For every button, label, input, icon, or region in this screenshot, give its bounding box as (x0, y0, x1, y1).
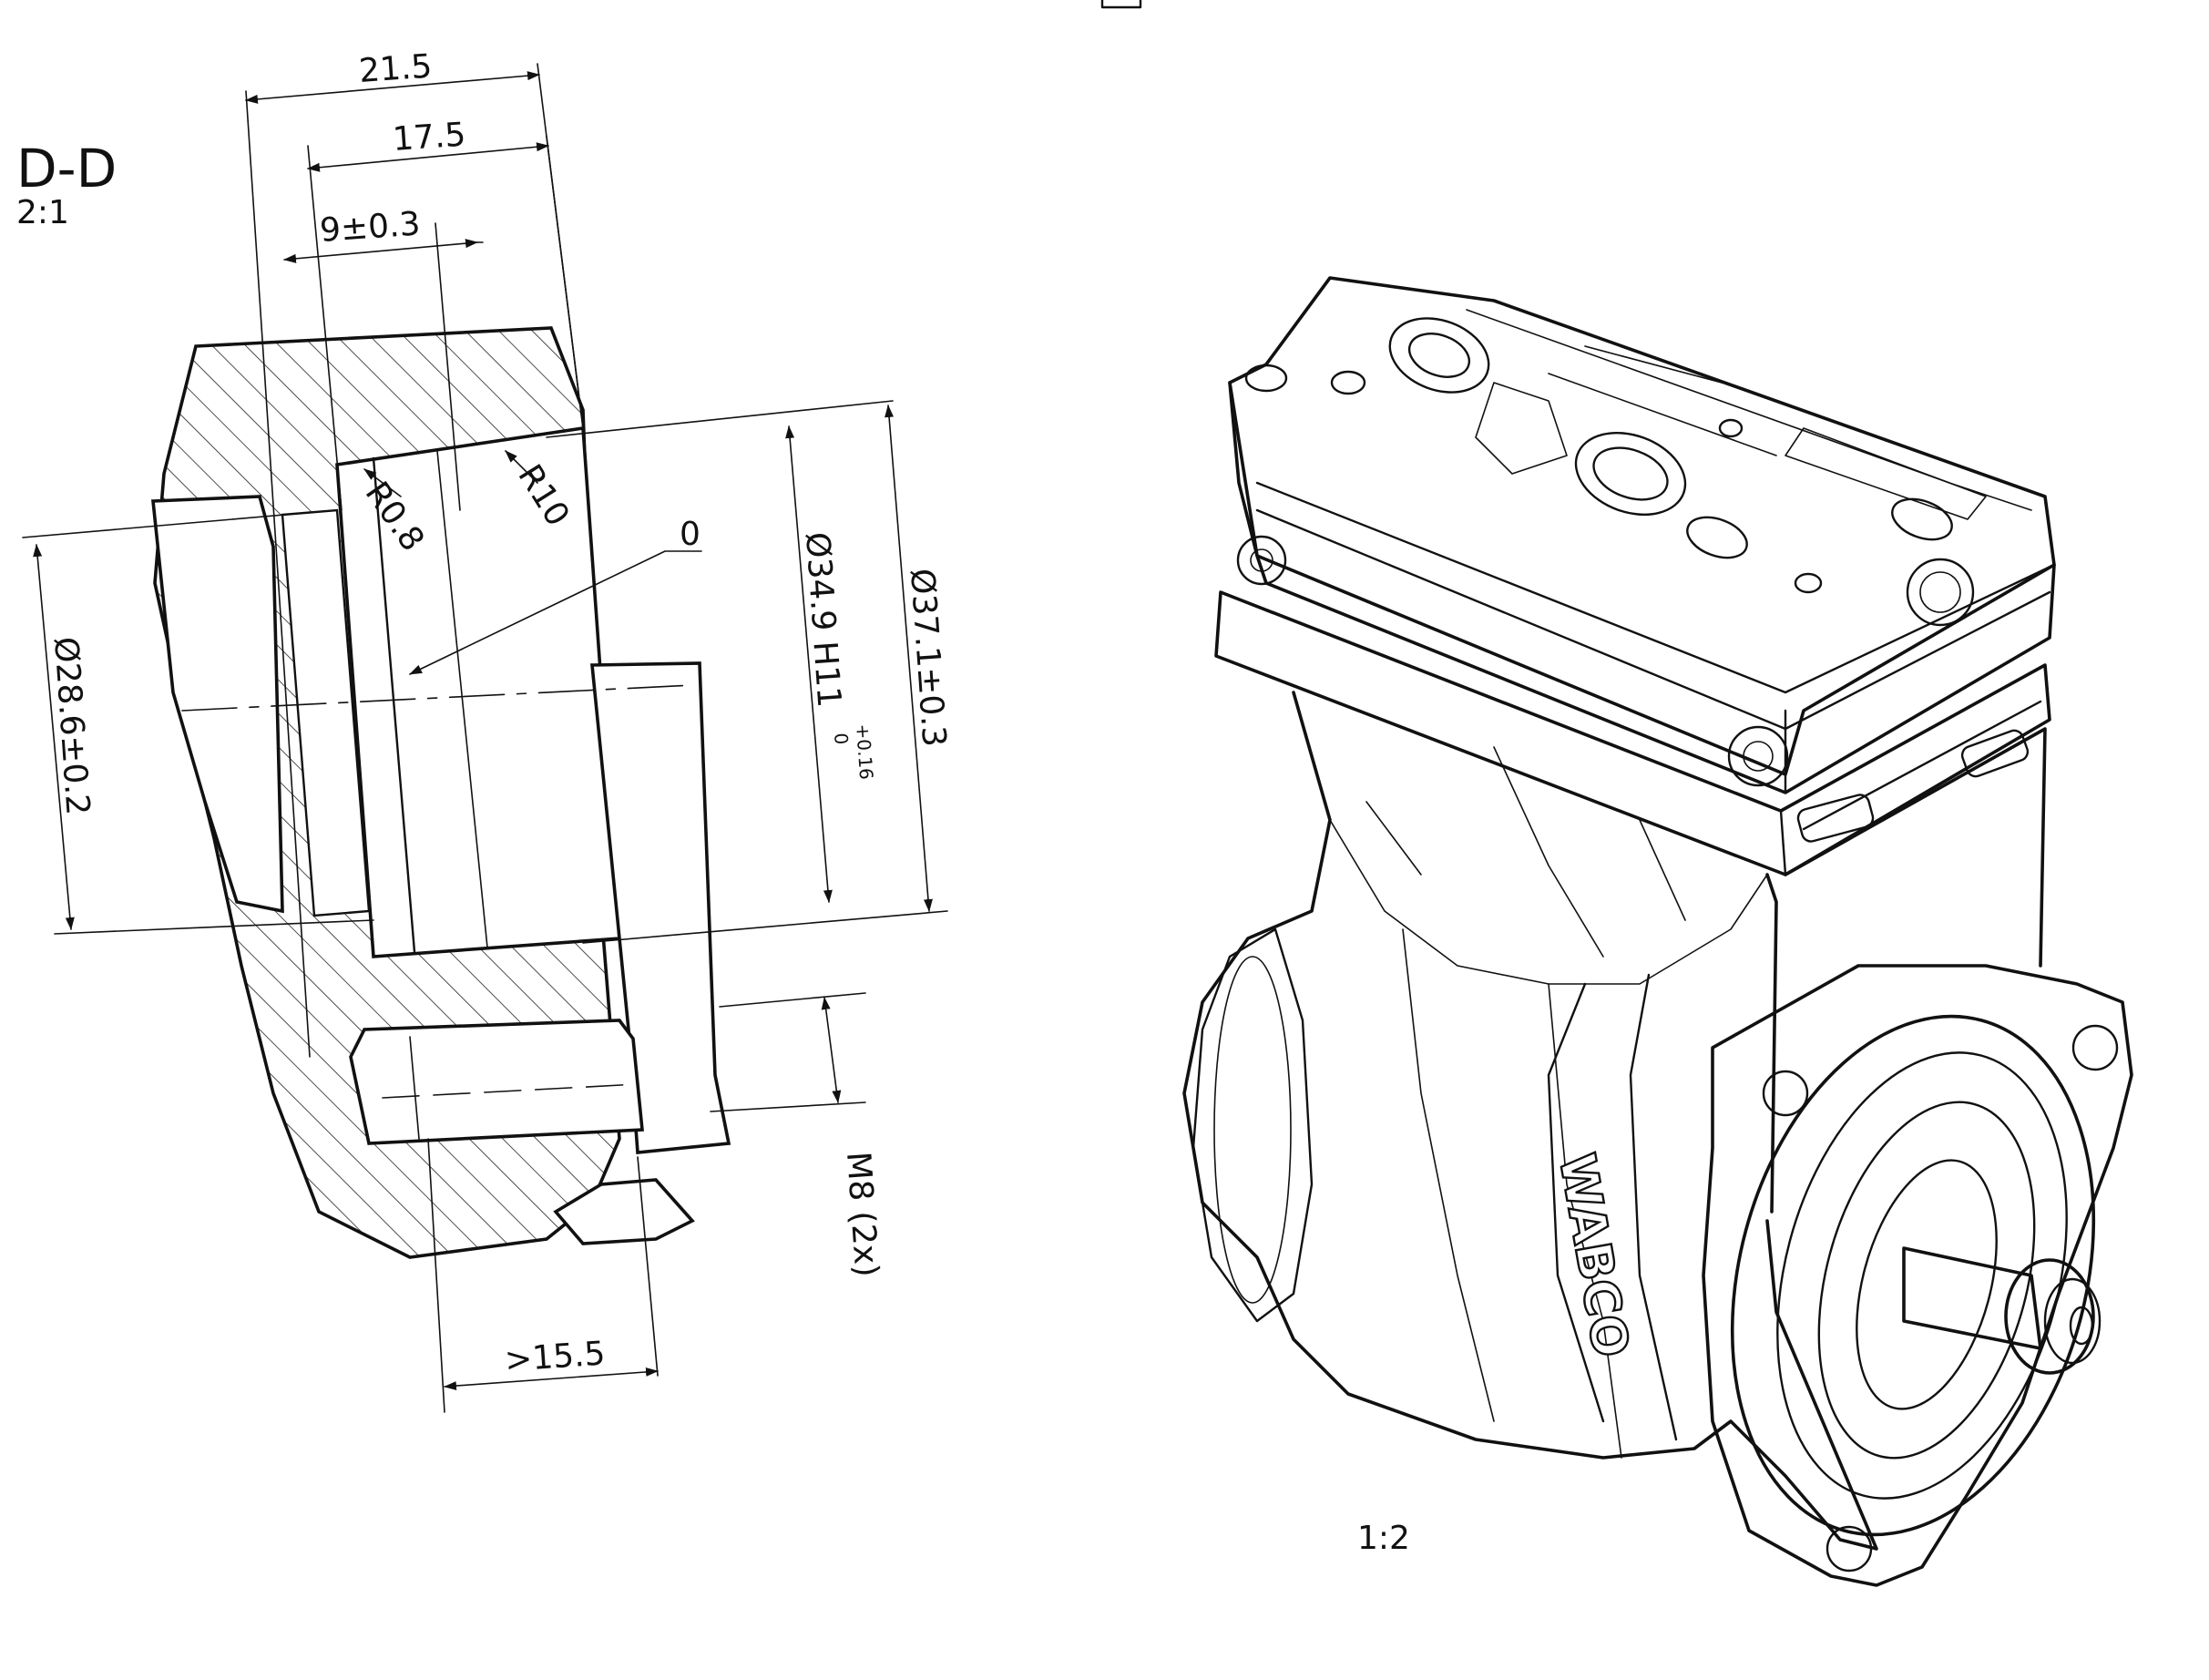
dim-dia-34-9: Ø34.9 H11 (798, 531, 847, 709)
dim-21-5: 21.5 (358, 47, 434, 89)
thread-hole (349, 1019, 644, 1145)
iso-view-scale: 1:2 (1357, 1520, 1410, 1557)
section-view-d-d: D-D 2:1 (16, 47, 953, 1413)
section-scale: 2:1 (16, 194, 69, 231)
section-title: D-D (16, 138, 117, 200)
isometric-compressor-view: WABCO (1182, 276, 2133, 1587)
dim-zero: 0 (680, 516, 701, 553)
dim-depth-15-5: >15.5 (504, 1335, 607, 1379)
bottom-cutout (553, 1178, 695, 1245)
brand-label: WABCO (1548, 1149, 1640, 1361)
dim-17-5: 17.5 (392, 116, 467, 158)
dim-dia-34-9-tol-upper: +0.16 (852, 723, 877, 781)
sheet-marker (1100, 0, 1142, 9)
dim-thread-m8: M8 (2x) (839, 1151, 885, 1278)
right-flange (590, 661, 731, 1154)
dim-dia-28-6: Ø28.6±0.2 (46, 636, 97, 816)
dim-dia-34-9-tol-lower: 0 (830, 732, 853, 745)
dim-9-tol: 9±0.3 (319, 205, 422, 250)
dim-dia-37-1: Ø37.1±0.3 (903, 568, 953, 748)
left-pocket (151, 495, 284, 914)
